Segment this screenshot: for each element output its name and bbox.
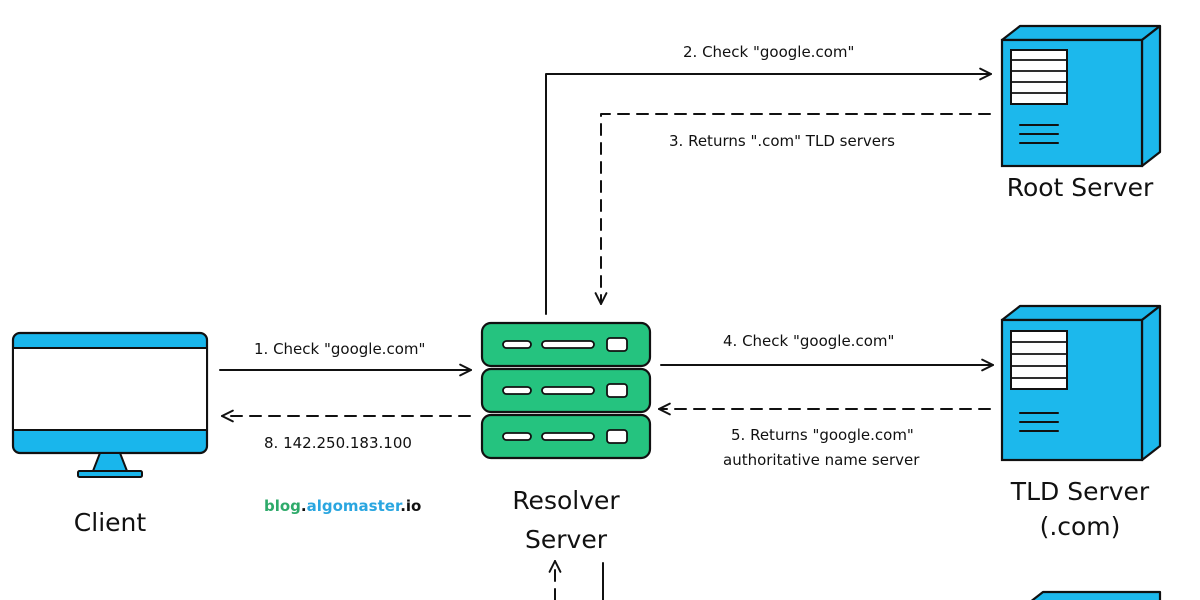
step5-label-line2: authoritative name server (723, 451, 920, 469)
client-monitor-icon (11, 331, 209, 478)
root-server-icon (1000, 24, 1162, 168)
step8-label: 8. 142.250.183.100 (264, 434, 412, 452)
tld-server-label-line2: (.com) (1040, 512, 1121, 541)
tld-server-icon (1000, 304, 1162, 462)
step5-label-line1: 5. Returns "google.com" (731, 426, 914, 444)
step4-label: 4. Check "google.com" (723, 332, 894, 350)
resolver-label-line2: Server (525, 525, 608, 554)
step3-label: 3. Returns ".com" TLD servers (669, 132, 895, 150)
brand-part3: algomaster (307, 497, 403, 515)
arrow-step2 (545, 67, 992, 315)
brand-part4: .io (400, 497, 421, 515)
step1-label: 1. Check "google.com" (254, 340, 425, 358)
authoritative-server-icon (1030, 590, 1162, 600)
root-server-label: Root Server (1007, 173, 1154, 202)
resolver-server-icon (480, 321, 652, 460)
arrow-step3 (594, 113, 991, 305)
brand-watermark: blog.algomaster.io (264, 497, 421, 515)
brand-part1: blog (264, 497, 301, 515)
brand-part2: . (301, 497, 307, 515)
resolver-label-line1: Resolver (512, 486, 620, 515)
client-label: Client (74, 508, 147, 537)
step2-label: 2. Check "google.com" (683, 43, 854, 61)
tld-server-label-line1: TLD Server (1010, 477, 1150, 506)
